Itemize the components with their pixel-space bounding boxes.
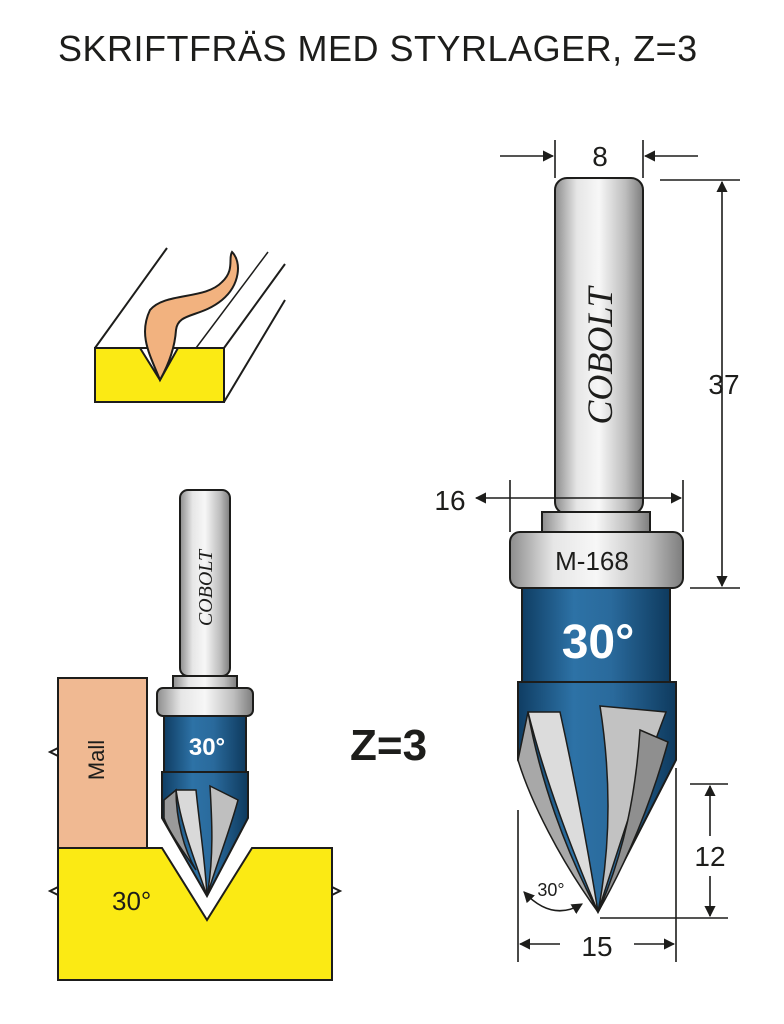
shank-diameter-label: 8 bbox=[592, 141, 608, 172]
small-brand-logo: COBOLT bbox=[195, 548, 217, 626]
bearing-code-label: M-168 bbox=[555, 546, 629, 576]
small-cutter-body bbox=[163, 715, 247, 773]
engraving-illustration bbox=[94, 247, 286, 403]
dimension-lines bbox=[474, 140, 740, 962]
large-bearing-top bbox=[541, 511, 651, 535]
large-tool: COBOLT M-168 30° bbox=[509, 177, 684, 915]
large-cutter-body bbox=[521, 587, 671, 683]
shank-length-label: 37 bbox=[708, 369, 739, 400]
small-angle-label: 30° bbox=[189, 734, 225, 761]
template-block bbox=[57, 677, 148, 849]
cut-length-label: 12 bbox=[694, 841, 725, 872]
template-label: Mall bbox=[84, 740, 109, 780]
small-bearing bbox=[156, 687, 254, 717]
workpiece-angle-label: 30° bbox=[112, 886, 151, 916]
bearing-diameter-label: 16 bbox=[434, 485, 465, 516]
workpiece-block bbox=[57, 847, 333, 981]
large-angle-label: 30° bbox=[562, 616, 635, 669]
large-brand-logo: COBOLT bbox=[580, 284, 620, 424]
tooth-count-label: Z=3 bbox=[350, 721, 427, 770]
tip-angle-label: 30° bbox=[537, 880, 564, 900]
cut-diameter-label: 15 bbox=[581, 931, 612, 962]
chip-swarf bbox=[144, 250, 239, 383]
page-title: SKRIFTFRÄS MED STYRLAGER, Z=3 bbox=[58, 28, 698, 69]
small-tool-assembly: Mall 30° COBOLT 30° bbox=[47, 489, 343, 981]
